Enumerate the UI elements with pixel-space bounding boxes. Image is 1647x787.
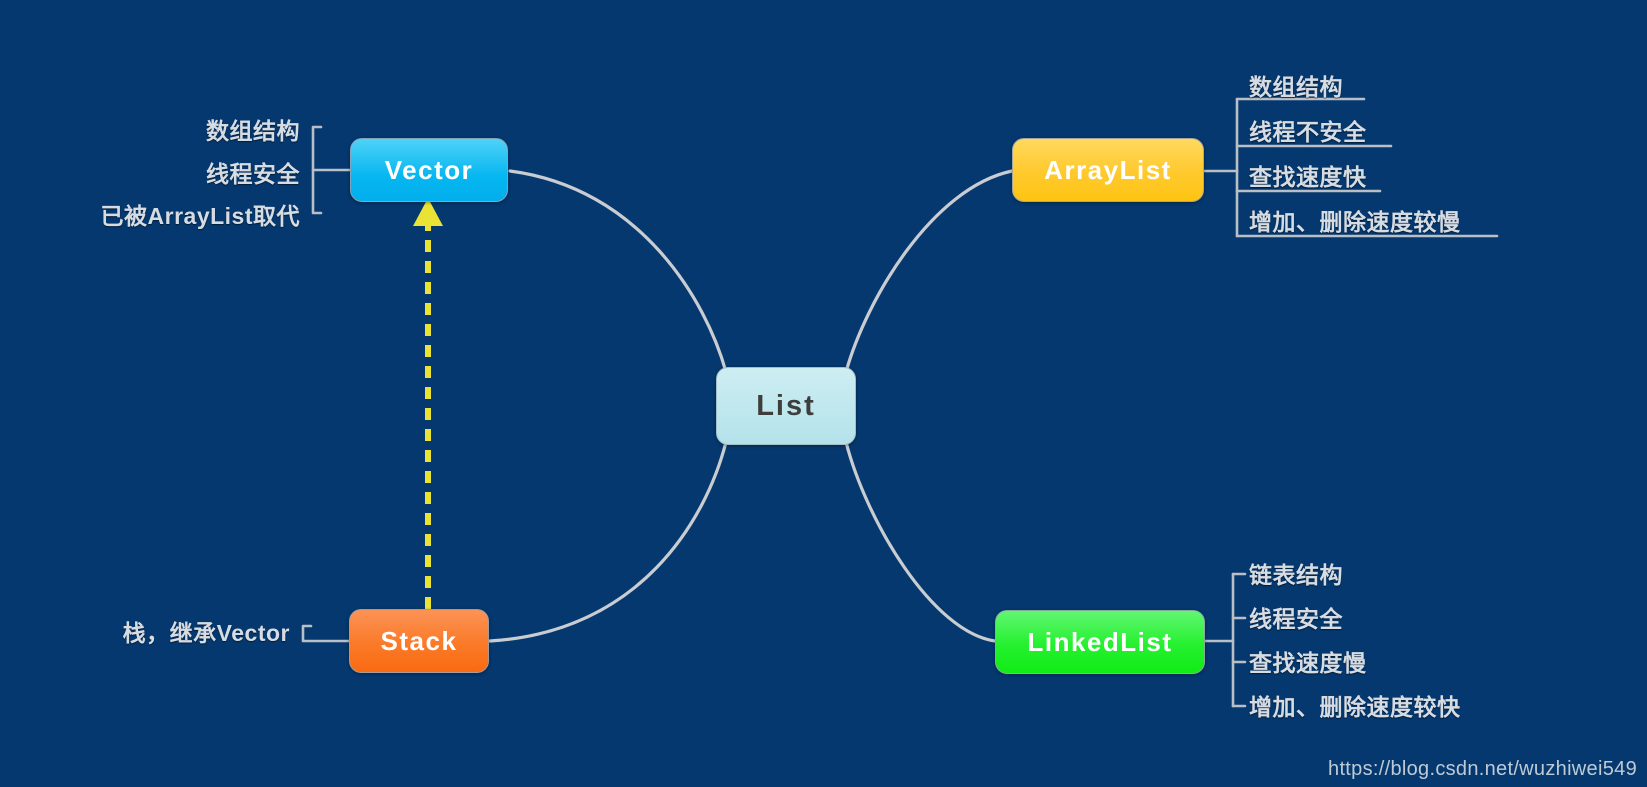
node-linkedlist-label: LinkedList [1027, 626, 1173, 657]
node-list-label: List [756, 389, 816, 422]
edge-list-stack [488, 440, 728, 643]
bracket-stack [301, 624, 351, 643]
leaf-linkedlist-2: 查找速度慢 [1249, 650, 1367, 676]
inheritance-arrow [413, 198, 443, 609]
bracket-vector [311, 125, 323, 215]
node-list[interactable]: List [716, 367, 856, 445]
node-stack[interactable]: Stack [349, 609, 489, 673]
node-stack-label: Stack [380, 625, 458, 656]
node-vector[interactable]: Vector [350, 138, 508, 202]
node-linkedlist[interactable]: LinkedList [995, 610, 1205, 674]
leaf-linkedlist-3: 增加、删除速度较快 [1249, 694, 1461, 720]
watermark: https://blog.csdn.net/wuzhiwei549 [1328, 758, 1637, 780]
leaf-vector-0: 数组结构 [206, 118, 300, 144]
edge-list-vector [508, 169, 728, 374]
leaf-arraylist-1: 线程不安全 [1249, 119, 1367, 145]
leaf-arraylist-2: 查找速度快 [1249, 164, 1367, 190]
node-vector-label: Vector [384, 154, 474, 185]
leaf-vector-2: 已被ArrayList取代 [100, 203, 300, 229]
node-arraylist[interactable]: ArrayList [1012, 138, 1204, 202]
leaf-arraylist-0: 数组结构 [1249, 74, 1343, 100]
leaf-linkedlist-0: 链表结构 [1249, 562, 1343, 588]
edge-list-arraylist [844, 169, 1014, 374]
leaf-linkedlist-1: 线程安全 [1249, 606, 1343, 632]
edge-list-linkedlist [844, 440, 997, 643]
leaf-stack-0: 栈，继承Vector [122, 620, 290, 646]
leaf-arraylist-3: 增加、删除速度较慢 [1249, 209, 1461, 235]
leaf-vector-1: 线程安全 [206, 161, 300, 187]
node-arraylist-label: ArrayList [1044, 154, 1172, 185]
